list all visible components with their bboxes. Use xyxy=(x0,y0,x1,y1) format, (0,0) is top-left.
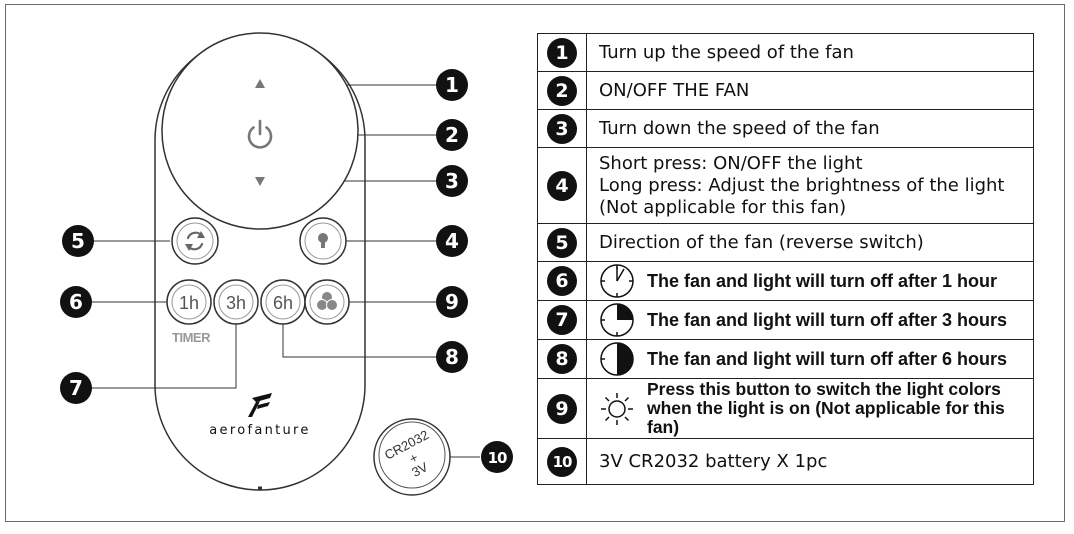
legend-row: 2 ON/OFF THE FAN xyxy=(537,71,1034,110)
timer-3h-button[interactable]: 3h xyxy=(213,279,259,325)
legend-text: The fan and light will turn off after 1 … xyxy=(647,270,997,291)
callout-1: 1 xyxy=(436,69,468,101)
callout-9: 9 xyxy=(436,286,468,318)
legend-row: 7 The fan and light will turn off after … xyxy=(537,300,1034,340)
legend-badge: 7 xyxy=(547,305,577,335)
light-button[interactable] xyxy=(299,217,347,265)
legend-text: Turn up the speed of the fan xyxy=(599,42,854,63)
legend-text: (Not applicable for this fan) xyxy=(599,196,847,218)
remote-diagram: 1h 3h 6h TIMER aerofanture CR2032 + 3V xyxy=(60,32,513,496)
svg-text:5: 5 xyxy=(71,229,85,253)
legend-badge: 1 xyxy=(547,37,577,68)
power-button[interactable] xyxy=(242,117,278,153)
legend-badge: 3 xyxy=(547,113,577,144)
svg-text:10: 10 xyxy=(488,449,507,467)
clock-1h-icon xyxy=(600,264,634,298)
callout-3: 3 xyxy=(436,165,468,197)
diagram-frame xyxy=(5,4,1065,522)
legend-row: 10 3V CR2032 battery X 1pc xyxy=(537,438,1034,485)
timer-1h-button[interactable]: 1h xyxy=(166,279,212,325)
legend-badge: 10 xyxy=(547,446,577,477)
legend-text: Long press: Adjust the brightness of the… xyxy=(599,174,1005,196)
bulb-icon xyxy=(318,233,328,248)
clock-3h-icon xyxy=(600,303,634,337)
color-mix-icon xyxy=(316,291,338,311)
legend-row: 1 Turn up the speed of the fan xyxy=(537,33,1034,72)
legend-row: 3 Turn down the speed of the fan xyxy=(537,109,1034,148)
legend-row: 8 The fan and light will turn off after … xyxy=(537,339,1034,379)
legend-row: 9 Press this button to switch the light … xyxy=(537,378,1034,439)
speed-up-button[interactable] xyxy=(255,79,265,88)
legend-text: Direction of the fan (reverse switch) xyxy=(599,232,924,253)
legend-row: 4 Short press: ON/OFF the light Long pre… xyxy=(537,147,1034,224)
legend-text: Short press: ON/OFF the light xyxy=(599,152,863,174)
legend-text: The fan and light will turn off after 6 … xyxy=(647,348,1007,369)
legend-row: 5 Direction of the fan (reverse switch) xyxy=(537,223,1034,262)
legend-badge: 5 xyxy=(547,227,577,258)
timer-6h-label: 6h xyxy=(273,293,293,313)
svg-text:4: 4 xyxy=(445,229,459,253)
brand-logo-icon xyxy=(248,393,272,417)
svg-text:2: 2 xyxy=(445,123,459,147)
svg-text:9: 9 xyxy=(445,290,459,314)
svg-text:7: 7 xyxy=(69,376,83,400)
svg-text:8: 8 xyxy=(445,345,459,369)
legend-badge: 4 xyxy=(547,170,577,201)
svg-text:6: 6 xyxy=(69,290,83,314)
battery-voltage: 3V xyxy=(409,459,430,480)
timer-3h-label: 3h xyxy=(226,293,246,313)
sun-icon xyxy=(601,392,633,425)
legend-table: 1 Turn up the speed of the fan 2 ON/OFF … xyxy=(537,33,1034,485)
timer-label: TIMER xyxy=(172,330,211,345)
legend-text: 3V CR2032 battery X 1pc xyxy=(599,451,828,472)
legend-text: The fan and light will turn off after 3 … xyxy=(647,309,1007,330)
reverse-button[interactable] xyxy=(171,217,219,265)
legend-badge: 9 xyxy=(547,393,577,424)
callout-6: 6 xyxy=(60,286,92,318)
callout-7: 7 xyxy=(60,372,92,404)
callout-4: 4 xyxy=(436,225,468,257)
legend-badge: 8 xyxy=(547,344,577,374)
svg-text:1: 1 xyxy=(445,73,459,97)
legend-text: Press this button to switch the light co… xyxy=(647,379,1001,399)
callout-5: 5 xyxy=(62,225,94,257)
svg-text:3: 3 xyxy=(445,169,459,193)
callout-10: 10 xyxy=(481,441,513,473)
timer-1h-label: 1h xyxy=(179,293,199,313)
callout-2: 2 xyxy=(436,119,468,151)
legend-badge: 2 xyxy=(547,75,577,106)
power-icon xyxy=(247,126,273,149)
legend-text: when the light is on (Not applicable for… xyxy=(647,398,1005,437)
battery-icon: CR2032 + 3V xyxy=(373,418,451,496)
legend-text: ON/OFF THE FAN xyxy=(599,80,750,101)
legend-text: Turn down the speed of the fan xyxy=(599,118,880,139)
callout-8: 8 xyxy=(436,341,468,373)
timer-6h-button[interactable]: 6h xyxy=(260,279,306,325)
clock-6h-icon xyxy=(600,342,634,376)
brand-name: aerofanture xyxy=(209,423,310,438)
legend-badge: 6 xyxy=(547,266,577,296)
legend-row: 6 The fan and light will turn off after … xyxy=(537,261,1034,301)
speed-down-button[interactable] xyxy=(255,177,265,186)
color-switch-button[interactable] xyxy=(304,279,350,325)
